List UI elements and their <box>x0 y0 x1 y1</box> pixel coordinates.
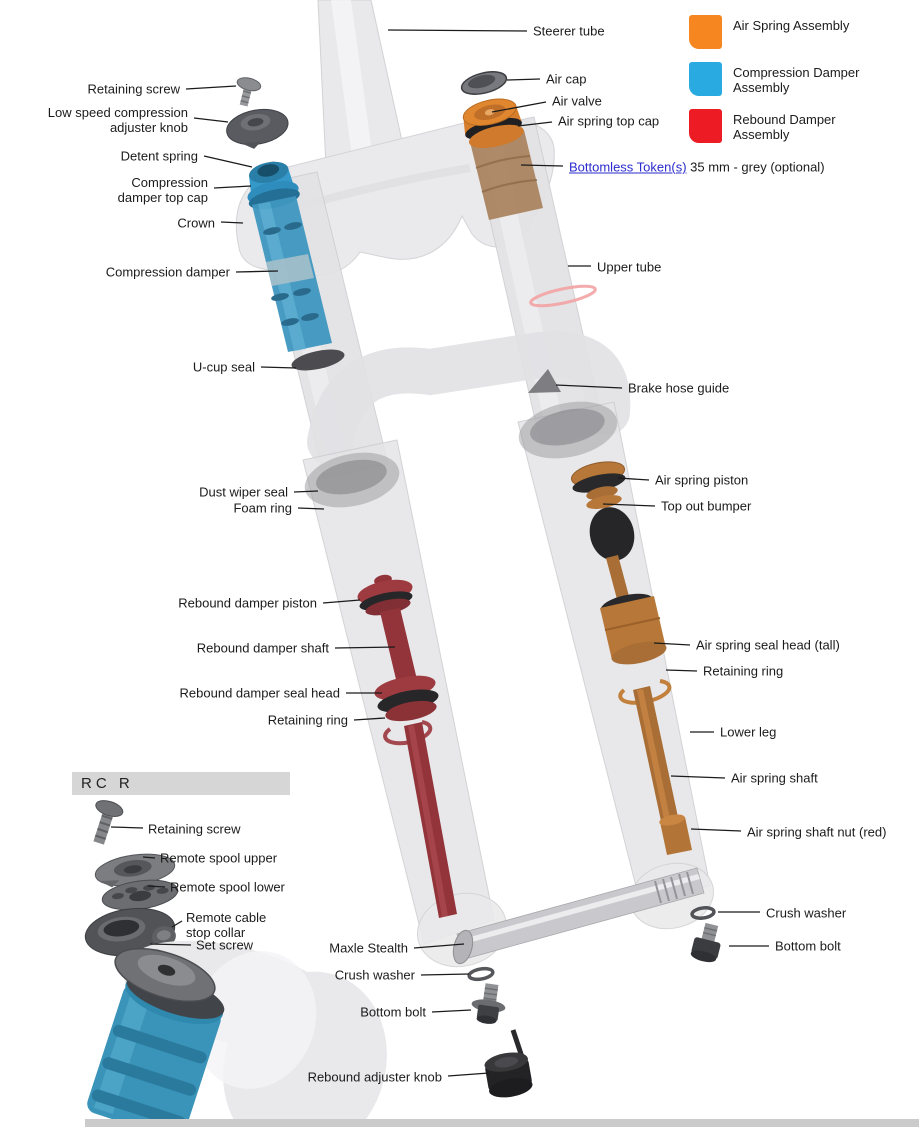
callout-label: Crush washer <box>334 967 415 983</box>
callout-inset-retaining-screw: Retaining screw <box>148 822 241 837</box>
legend-label-compression-damper: Compression Damper Assembly <box>733 65 860 95</box>
callout-label: Air cap <box>546 71 587 87</box>
callout-label: Air spring shaft nut (red) <box>747 824 887 840</box>
callout-air-spring-seal-head: Air spring seal head (tall) <box>696 638 840 653</box>
callout-label: Air spring top cap <box>558 113 660 129</box>
compression-damper-color-swatch <box>689 62 722 96</box>
callout-label: Lower leg <box>720 724 777 740</box>
callout-label: Top out bumper <box>661 498 752 514</box>
callout-label: Crush washer <box>766 905 847 921</box>
callout-compression-damper-top-cap: Compression damper top cap <box>118 175 208 205</box>
callout-set-screw: Set screw <box>196 938 253 953</box>
callout-retaining-ring-left: Retaining ring <box>268 713 348 728</box>
callout-label: Foam ring <box>233 500 292 516</box>
callout-air-spring-piston: Air spring piston <box>655 473 748 488</box>
callout-retaining-screw-top: Retaining screw <box>88 82 181 97</box>
callout-label: Retaining screw <box>148 821 241 837</box>
callout-label: Bottom bolt <box>775 938 841 954</box>
callout-label: Compression damper top cap <box>117 175 208 205</box>
callout-label: Rebound adjuster knob <box>307 1069 442 1085</box>
callout-label: U-cup seal <box>192 359 255 375</box>
callout-label: Remote spool lower <box>170 879 285 895</box>
callout-crush-washer-right: Crush washer <box>766 906 846 921</box>
callout-remote-spool-lower: Remote spool lower <box>170 880 285 895</box>
callout-label: Compression damper <box>105 264 230 280</box>
callout-lsc-adjuster-knob: Low speed compression adjuster knob <box>48 105 188 135</box>
callout-label: Air spring shaft <box>731 770 818 786</box>
callout-rebound-damper-shaft: Rebound damper shaft <box>197 641 329 656</box>
callout-crown: Crown <box>177 216 215 231</box>
callout-rebound-damper-piston: Rebound damper piston <box>178 596 317 611</box>
callout-label: Rebound damper seal head <box>179 685 340 701</box>
callout-label: Steerer tube <box>533 23 605 39</box>
callout-dust-wiper-seal: Dust wiper seal <box>199 485 288 500</box>
rebound-damper-color-swatch <box>689 109 722 143</box>
callout-top-out-bumper: Top out bumper <box>661 499 751 514</box>
air-spring-color-swatch <box>689 15 722 49</box>
callout-label: Low speed compression adjuster knob <box>47 105 188 135</box>
callout-label: Maxle Stealth <box>329 940 408 956</box>
legend-row-rebound-damper: Rebound Damper Assembly <box>689 109 893 143</box>
callout-label: Rebound damper shaft <box>196 640 329 656</box>
callout-foam-ring: Foam ring <box>233 501 292 516</box>
callout-label: Air spring seal head (tall) <box>696 637 840 653</box>
callout-label: Retaining ring <box>267 712 348 728</box>
callout-label: Set screw <box>196 937 254 953</box>
callout-label: Remote cable stop collar <box>186 910 267 940</box>
callout-upper-tube: Upper tube <box>597 260 661 275</box>
callout-compression-damper: Compression damper <box>106 265 230 280</box>
callout-lower-leg: Lower leg <box>720 725 776 740</box>
callout-remote-cable-stop-collar: Remote cable stop collar <box>186 910 266 940</box>
callout-remote-spool-upper: Remote spool upper <box>160 851 277 866</box>
callout-brake-hose-guide: Brake hose guide <box>628 381 729 396</box>
legend-row-compression-damper: Compression Damper Assembly <box>689 62 893 96</box>
callout-label: 35 mm - grey (optional) <box>686 159 825 175</box>
callout-label: Retaining ring <box>703 663 784 679</box>
callout-steerer-tube: Steerer tube <box>533 24 605 39</box>
legend: Air Spring Assembly Compression Damper A… <box>689 15 893 143</box>
callout-label: Brake hose guide <box>628 380 730 396</box>
callout-bottomless-tokens: Bottomless Token(s) 35 mm - grey (option… <box>569 160 825 175</box>
bottom-strip <box>85 1119 919 1127</box>
callout-label: Rebound damper piston <box>178 595 317 611</box>
legend-label-rebound-damper: Rebound Damper Assembly <box>733 112 836 142</box>
callout-bottom-bolt-left: Bottom bolt <box>360 1005 426 1020</box>
callout-label: Crown <box>177 215 215 231</box>
callout-label: Air valve <box>552 93 602 109</box>
callout-label: Upper tube <box>597 259 662 275</box>
callout-link[interactable]: Bottomless Token(s) <box>569 159 687 175</box>
callout-label: Remote spool upper <box>160 850 278 866</box>
callout-air-spring-shaft: Air spring shaft <box>731 771 818 786</box>
callout-detent-spring: Detent spring <box>121 149 198 164</box>
callout-rebound-damper-seal-head: Rebound damper seal head <box>180 686 340 701</box>
callout-rebound-adjuster-knob: Rebound adjuster knob <box>308 1070 442 1085</box>
callout-air-spring-top-cap: Air spring top cap <box>558 114 659 129</box>
callout-maxle-stealth: Maxle Stealth <box>329 941 408 956</box>
callout-label: Air spring piston <box>655 472 749 488</box>
callout-u-cup-seal: U-cup seal <box>193 360 255 375</box>
callout-label: Detent spring <box>120 148 198 164</box>
inset-header: RC R <box>72 772 290 795</box>
callout-bottom-bolt-right: Bottom bolt <box>775 939 841 954</box>
callout-air-spring-shaft-nut: Air spring shaft nut (red) <box>747 825 886 840</box>
callout-label: Dust wiper seal <box>199 484 288 500</box>
callout-label: Retaining screw <box>87 81 181 97</box>
legend-label-air-spring: Air Spring Assembly <box>733 18 850 33</box>
callout-air-valve: Air valve <box>552 94 602 109</box>
callout-air-cap: Air cap <box>546 72 586 87</box>
callout-label: Bottom bolt <box>360 1004 426 1020</box>
callout-crush-washer-left: Crush washer <box>335 968 415 983</box>
callout-retaining-ring-right: Retaining ring <box>703 664 783 679</box>
legend-row-air-spring: Air Spring Assembly <box>689 15 893 49</box>
